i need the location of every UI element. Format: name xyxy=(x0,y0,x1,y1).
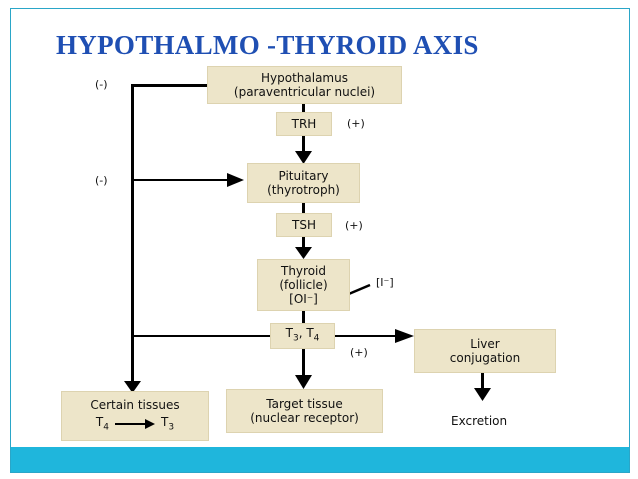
hypothalamus-label: Hypothalamus xyxy=(261,71,348,85)
arrowhead-to-pituitary xyxy=(227,173,244,187)
hypothalamus-trh-line xyxy=(302,103,305,113)
hypothalamus-sublabel: (paraventricular nuclei) xyxy=(233,85,376,99)
arrowhead-to-target-tissue xyxy=(295,375,312,389)
certain-tissues-box: Certain tissues T4 T3 xyxy=(61,391,209,441)
feedback-top-line xyxy=(131,84,207,87)
positive-label-trh: (+) xyxy=(347,117,365,130)
conversion-arrow-icon xyxy=(115,419,155,430)
pituitary-feedback-line xyxy=(133,179,229,181)
arrowhead-to-liver xyxy=(395,329,414,343)
target-tissue-box: Target tissue (nuclear receptor) xyxy=(226,389,383,433)
pituitary-label: Pituitary xyxy=(278,169,329,183)
negative-feedback-label-top: (-) xyxy=(95,78,108,91)
t3t4-target-line xyxy=(302,349,305,375)
feedback-vertical-line xyxy=(131,84,134,382)
pituitary-sublabel: (thyrotroph) xyxy=(267,183,340,197)
thyroid-sublabel: (follicle) xyxy=(279,278,328,292)
arrowhead-to-thyroid xyxy=(295,247,312,259)
arrowhead-to-hypothalamus-trh-lower xyxy=(295,151,312,164)
pituitary-box: Pituitary (thyrotroph) xyxy=(247,163,360,203)
t3t4-liver-line xyxy=(335,335,397,337)
thyroid-box: Thyroid (follicle) [OI⁻] xyxy=(257,259,350,311)
excretion-label: Excretion xyxy=(451,414,508,428)
t3t4-horizontal-line xyxy=(133,335,270,337)
certain-tissues-label: Certain tissues xyxy=(90,397,180,412)
iodide-label: [I⁻] xyxy=(376,276,394,289)
slide-frame xyxy=(10,8,630,473)
trh-pituitary-line xyxy=(302,136,305,152)
pituitary-tsh-line xyxy=(302,203,305,213)
arrowhead-to-certain-tissues xyxy=(124,381,141,393)
liver-label: Liver xyxy=(470,337,500,351)
t3t4-box: T3, T4 xyxy=(270,323,335,349)
bottom-accent-bar xyxy=(11,447,629,472)
liver-sublabel: conjugation xyxy=(449,351,521,365)
liver-box: Liver conjugation xyxy=(414,329,556,373)
t3t4-label: T3, T4 xyxy=(285,326,320,344)
trh-box: TRH xyxy=(276,112,332,136)
target-tissue-sublabel: (nuclear receptor) xyxy=(250,411,359,425)
target-tissue-label: Target tissue xyxy=(266,397,343,411)
arrowhead-to-excretion xyxy=(474,388,491,401)
thyroid-oi-label: [OI⁻] xyxy=(289,292,318,306)
thyroid-t3t4-line xyxy=(302,311,305,323)
liver-excretion-line xyxy=(481,373,484,389)
tsh-thyroid-line xyxy=(302,237,305,249)
positive-label-tsh: (+) xyxy=(345,219,363,232)
positive-label-t3t4: (+) xyxy=(350,346,368,359)
hypothalamus-box: Hypothalamus (paraventricular nuclei) xyxy=(207,66,402,104)
trh-label: TRH xyxy=(291,117,317,131)
thyroid-label: Thyroid xyxy=(281,264,326,278)
t4-to-t3-conversion: T4 T3 xyxy=(95,414,175,433)
negative-feedback-label-mid: (-) xyxy=(95,174,108,187)
tsh-box: TSH xyxy=(276,213,332,237)
slide-title: HYPOTHALMO -THYROID AXIS xyxy=(56,30,479,60)
tsh-label: TSH xyxy=(292,218,316,232)
